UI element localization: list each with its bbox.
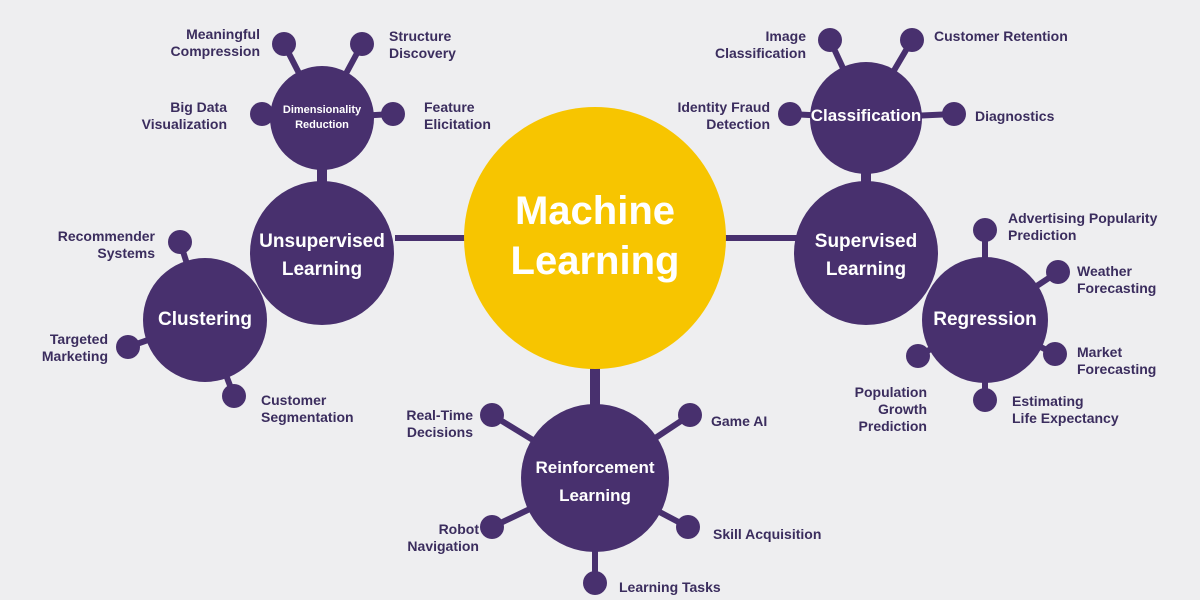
knob-weather-forecasting xyxy=(1046,260,1070,284)
label-real-time-decisions: Real-Time Decisions xyxy=(406,407,473,440)
knob-estimating-life-expectancy xyxy=(973,388,997,412)
dimensionality-reduction-node xyxy=(270,66,374,170)
knob-diagnostics xyxy=(942,102,966,126)
label-image-classification: Image Classification xyxy=(714,28,806,61)
knob-game-ai xyxy=(678,403,702,427)
supervised-learning-node xyxy=(794,181,938,325)
classification-node xyxy=(810,62,922,174)
dimensionality-reduction-label: Dimensionality Reduction xyxy=(282,104,362,131)
unsupervised-learning-label: Unsupervised Learning xyxy=(259,231,385,280)
label-meaningful-compression: Meaningful Compression xyxy=(170,26,260,59)
label-identity-fraud-detection: Identity Fraud Detection xyxy=(677,99,770,132)
regression-node xyxy=(922,257,1048,383)
label-population-growth-prediction: Population Growth Prediction xyxy=(854,384,927,434)
label-advertising-popularity-prediction: Advertising Popularity Prediction xyxy=(1008,210,1158,243)
knob-advertising-popularity xyxy=(973,218,997,242)
reinforcement-learning-label: Reinforcement Learning xyxy=(535,458,655,505)
knob-real-time-decisions xyxy=(480,403,504,427)
knob-customer-segmentation xyxy=(222,384,246,408)
knob-customer-retention xyxy=(900,28,924,52)
regression-label: Regression xyxy=(933,309,1037,330)
nodes xyxy=(143,62,1048,552)
center-title: Machine Learning xyxy=(510,189,680,283)
knob-structure-discovery xyxy=(350,32,374,56)
knob-robot-navigation xyxy=(480,515,504,539)
knob-identity-fraud-detection xyxy=(778,102,802,126)
classification-label: Classification xyxy=(810,106,922,125)
knob-market-forecasting xyxy=(1043,342,1067,366)
knob-skill-acquisition xyxy=(676,515,700,539)
label-customer-retention: Customer Retention xyxy=(934,28,1068,44)
knob-learning-tasks xyxy=(583,571,607,595)
knob-big-data-visualization xyxy=(250,102,274,126)
label-game-ai: Game AI xyxy=(711,413,768,429)
label-targeted-marketing: Targeted Marketing xyxy=(41,331,108,364)
clustering-node xyxy=(143,258,267,382)
label-big-data-visualization: Big Data Visualization xyxy=(141,99,227,132)
knob-population-growth xyxy=(906,344,930,368)
label-recommender-systems: Recommender Systems xyxy=(57,228,155,261)
machine-learning-node xyxy=(464,107,726,369)
label-diagnostics: Diagnostics xyxy=(975,108,1055,124)
label-estimating-life-expectancy: Estimating Life Expectancy xyxy=(1012,393,1119,426)
reinforcement-learning-node xyxy=(521,404,669,552)
label-robot-navigation: Robot Navigation xyxy=(407,521,479,554)
label-customer-segmentation: Customer Segmentation xyxy=(261,392,354,425)
label-feature-elicitation: Feature Elicitation xyxy=(424,99,491,132)
clustering-label: Clustering xyxy=(158,309,252,330)
knob-image-classification xyxy=(818,28,842,52)
label-market-forecasting: Market Forecasting xyxy=(1077,344,1157,377)
label-learning-tasks: Learning Tasks xyxy=(619,579,721,595)
unsupervised-learning-node xyxy=(250,181,394,325)
knob-targeted-marketing xyxy=(116,335,140,359)
knob-recommender-systems xyxy=(168,230,192,254)
knob-feature-elicitation xyxy=(381,102,405,126)
supervised-learning-label: Supervised Learning xyxy=(814,231,918,280)
label-weather-forecasting: Weather Forecasting xyxy=(1077,263,1157,296)
knob-meaningful-compression xyxy=(272,32,296,56)
label-structure-discovery: Structure Discovery xyxy=(389,28,456,61)
label-skill-acquisition: Skill Acquisition xyxy=(713,526,822,542)
